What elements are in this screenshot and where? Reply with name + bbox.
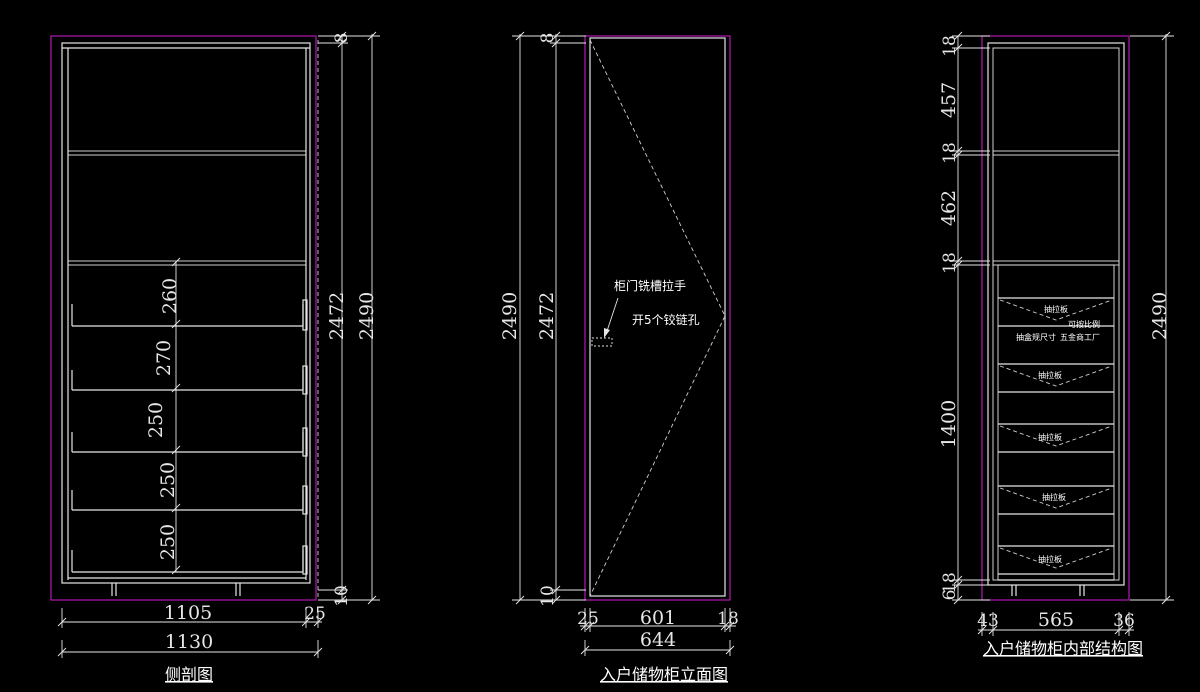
side-shelf-2 — [67, 260, 307, 266]
side-drawer-4 — [71, 485, 308, 515]
internal-drawer-4 — [998, 485, 1114, 515]
front-view-title: 入户储物柜立面图 — [600, 665, 728, 684]
internal-drawer-label-5: 抽拉板 — [1038, 554, 1062, 564]
side-dim-drawer-4: 250 — [157, 462, 179, 498]
front-door-swing-lines — [589, 39, 726, 597]
internal-left-dim-chain — [952, 31, 990, 605]
internal-dim-top: 18 — [940, 35, 960, 57]
internal-cabinet-body — [987, 42, 1125, 586]
internal-shelf-2 — [992, 260, 1120, 266]
internal-dim-565: 565 — [1038, 609, 1074, 631]
side-drawer-3 — [71, 427, 308, 457]
internal-view-title: 入户储物柜内部结构图 — [983, 639, 1143, 658]
internal-dim-shelf-2: 18 — [940, 252, 960, 274]
side-dim-25: 25 — [304, 604, 326, 624]
front-outline-magenta — [584, 35, 731, 601]
side-dim-drawer-2: 270 — [153, 340, 175, 376]
side-dim-2472: 2472 — [326, 292, 348, 340]
front-dim-601: 601 — [640, 607, 676, 629]
side-dim-bottom-small: 10 — [332, 585, 352, 607]
front-note-handle: 柜门铣槽拉手 — [614, 278, 686, 293]
front-note-arrow — [604, 328, 610, 338]
internal-dim-1400: 1400 — [938, 400, 960, 448]
internal-drawer-label-3: 抽拉板 — [1038, 432, 1062, 442]
internal-dim-2490: 2490 — [1149, 292, 1171, 340]
front-vertical-dims — [512, 31, 586, 605]
internal-dim-36: 36 — [1113, 611, 1135, 631]
front-dim-25: 25 — [577, 609, 599, 629]
side-cabinet-body — [61, 42, 311, 584]
internal-structure-view: 抽拉板 抽拉板 抽拉板 抽拉板 抽拉板 可按比例 抽盒规尺寸 五金商工厂 18 … — [938, 31, 1174, 658]
side-dim-2490: 2490 — [356, 292, 378, 340]
front-dim-top-small: 8 — [538, 33, 558, 44]
side-horizontal-dims — [57, 608, 323, 658]
internal-right-dim — [1130, 31, 1174, 605]
front-dim-644: 644 — [640, 629, 676, 651]
side-dim-top-small: 8 — [332, 33, 352, 44]
side-drawer-2 — [71, 365, 308, 395]
front-note-hinges: 开5个铰链孔 — [632, 312, 700, 327]
internal-dim-bottom-panel: 18 — [940, 572, 960, 594]
internal-horizontal-dims — [977, 612, 1134, 636]
internal-dim-462: 462 — [938, 190, 960, 226]
side-outline-magenta — [50, 35, 317, 601]
internal-dim-43: 43 — [977, 611, 999, 631]
internal-drawer-label-2: 抽拉板 — [1038, 370, 1062, 380]
internal-dim-base: 6 — [940, 590, 960, 601]
front-dim-2472: 2472 — [536, 292, 558, 340]
side-shelf-1 — [67, 150, 307, 156]
side-dim-drawer-3: 250 — [145, 402, 167, 438]
side-dim-extensions — [318, 31, 380, 605]
internal-drawer-5 — [998, 545, 1114, 575]
internal-note-size: 抽盒规尺寸 — [1016, 332, 1056, 342]
side-drawer-dim-ticks — [171, 257, 181, 575]
internal-drawer-label-1: 抽拉板 — [1044, 304, 1068, 314]
side-section-view: 260 270 250 250 250 2472 2490 8 10 1105 … — [50, 31, 380, 684]
side-drawer-1 — [71, 299, 308, 331]
internal-shelf-1 — [992, 150, 1120, 156]
side-drawer-5 — [71, 545, 308, 575]
internal-dim-shelf-1: 18 — [940, 142, 960, 164]
internal-outline-magenta — [981, 35, 1130, 601]
internal-note-scale: 可按比例 — [1068, 319, 1100, 329]
front-dim-bottom-small: 10 — [538, 585, 558, 607]
side-dim-drawer-5: 250 — [157, 524, 179, 560]
front-elevation-view: 柜门铣槽拉手 开5个铰链孔 2490 2472 8 10 25 601 18 — [499, 31, 739, 684]
internal-dim-457: 457 — [938, 82, 960, 118]
front-dim-2490: 2490 — [499, 292, 521, 340]
internal-drawer-2 — [998, 363, 1114, 393]
front-note-leader — [605, 297, 619, 335]
side-dim-1130: 1130 — [165, 631, 213, 653]
side-dim-drawer-1: 260 — [159, 278, 181, 314]
internal-drawer-1 — [998, 297, 1114, 327]
front-handle-slot — [591, 337, 613, 347]
front-horizontal-dims — [580, 608, 736, 656]
side-dim-1105: 1105 — [164, 602, 212, 624]
side-view-title: 侧剖图 — [165, 665, 213, 684]
front-dim-18: 18 — [717, 609, 739, 629]
internal-note-vendor: 五金商工厂 — [1060, 332, 1100, 342]
internal-drawer-3 — [998, 423, 1114, 453]
internal-drawer-label-4: 抽拉板 — [1042, 492, 1066, 502]
